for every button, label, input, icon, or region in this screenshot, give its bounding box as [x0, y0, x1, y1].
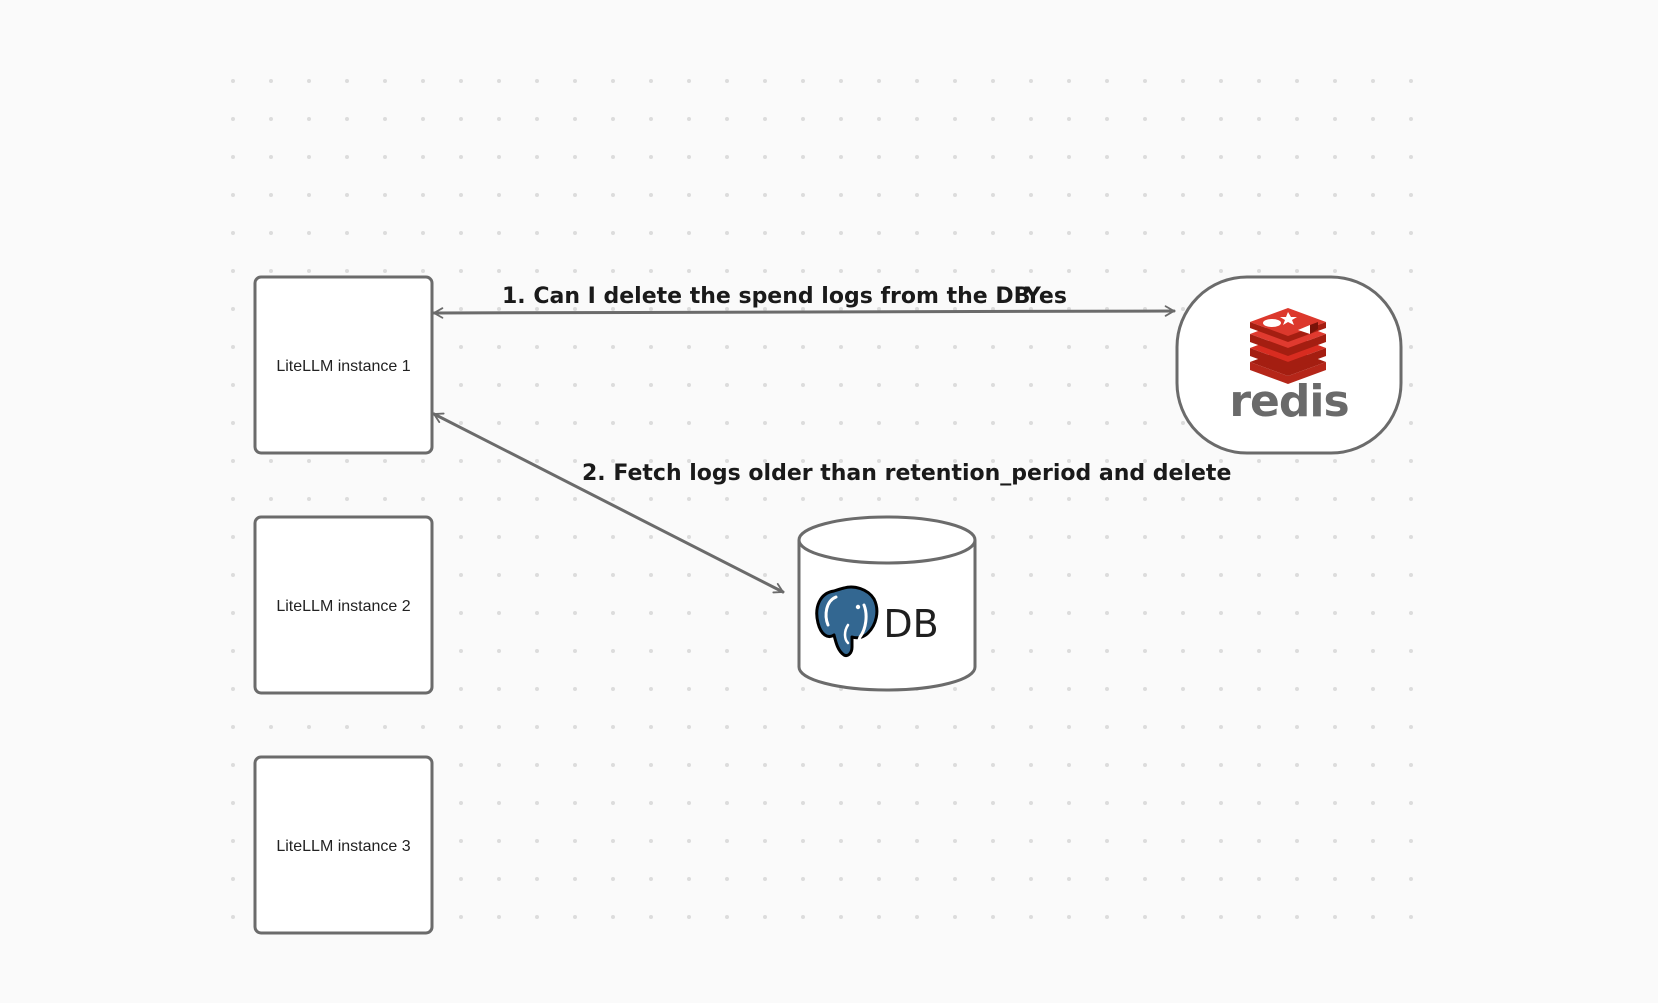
instance-1-label: LiteLLM instance 1 [276, 358, 410, 375]
redis-wordmark: redis [1229, 376, 1348, 427]
redis-logo-icon [1250, 308, 1326, 384]
db-label: DB [883, 602, 938, 646]
redis-node[interactable]: redis [1175, 275, 1403, 455]
litellm-instance-1-node[interactable]: LiteLLM instance 1 [253, 275, 434, 455]
db-cylinder-top [797, 515, 977, 565]
edge-1-line [432, 305, 1176, 319]
edge-instance1-db[interactable]: 2. Fetch logs older than retention_perio… [432, 412, 1231, 594]
instance-3-label: LiteLLM instance 3 [276, 838, 410, 855]
instance-2-label: LiteLLM instance 2 [276, 598, 410, 615]
litellm-instance-2-node[interactable]: LiteLLM instance 2 [253, 515, 434, 695]
edge-2-label: 2. Fetch logs older than retention_perio… [582, 461, 1231, 486]
db-node[interactable]: DB [797, 515, 977, 692]
litellm-instance-3-node[interactable]: LiteLLM instance 3 [253, 755, 434, 935]
edge-2-line [432, 412, 785, 594]
edge-1-reply-label: Yes [1024, 284, 1067, 309]
instance-1-box [253, 275, 434, 455]
postgres-elephant-icon [815, 585, 879, 657]
instance-2-box [253, 515, 434, 695]
edge-instance1-redis[interactable]: 1. Can I delete the spend logs from the … [432, 284, 1176, 319]
instance-3-box [253, 755, 434, 935]
edge-1-label: 1. Can I delete the spend logs from the … [502, 284, 1030, 309]
